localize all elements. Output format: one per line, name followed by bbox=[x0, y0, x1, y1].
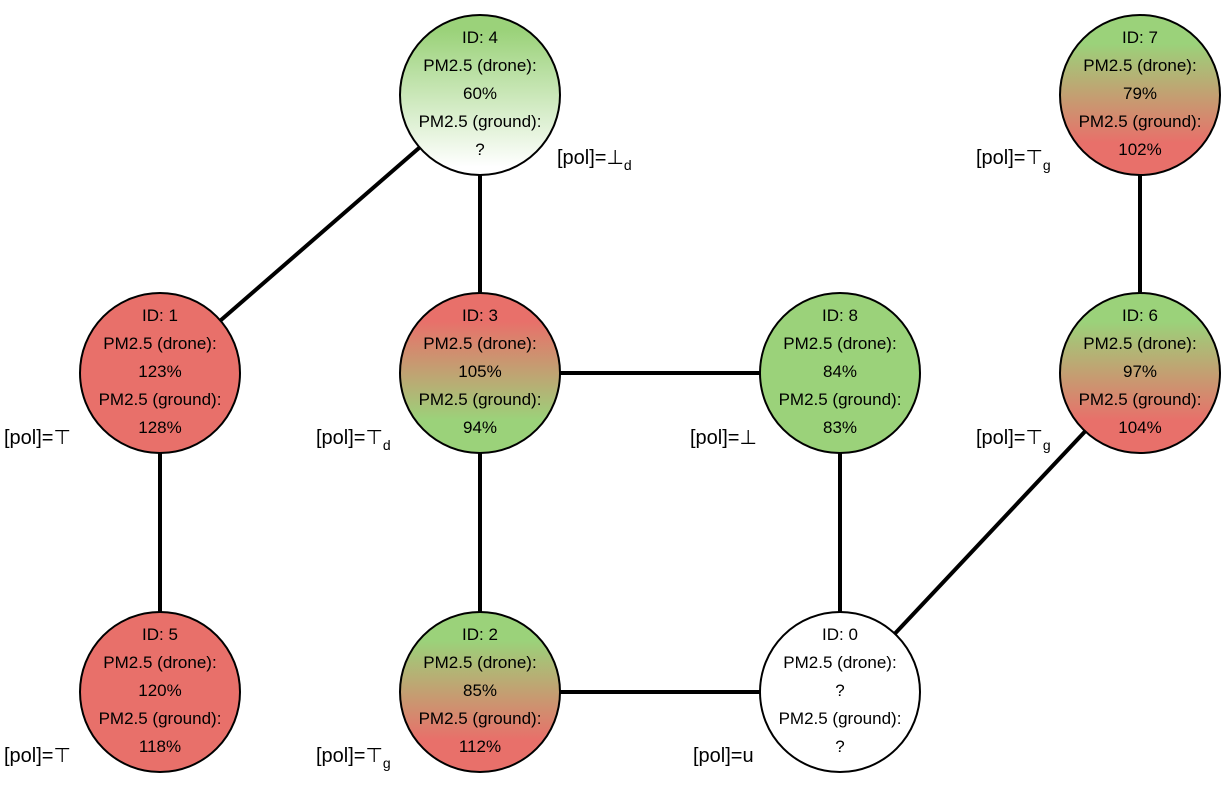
drone-label: PM2.5 (drone): bbox=[1083, 56, 1196, 75]
pol-label-text: [pol]=⊤ bbox=[4, 427, 71, 449]
ground-label: PM2.5 (ground): bbox=[419, 390, 542, 409]
pol-label-6: [pol]=⊤g bbox=[976, 427, 1051, 453]
pol-label-text: [pol]=⊤ bbox=[316, 427, 383, 449]
ground-label: PM2.5 (ground): bbox=[1079, 390, 1202, 409]
drone-label: PM2.5 (drone): bbox=[103, 653, 216, 672]
ground-value: 102% bbox=[1118, 140, 1161, 159]
ground-value: 104% bbox=[1118, 418, 1161, 437]
pol-label-subscript: d bbox=[624, 157, 632, 173]
drone-value: 84% bbox=[823, 362, 857, 381]
node-id-text: ID: 6 bbox=[1122, 306, 1158, 325]
drone-value: 123% bbox=[138, 362, 181, 381]
node-circle bbox=[399, 14, 561, 176]
drone-value: 85% bbox=[463, 681, 497, 700]
pol-labels: [pol]=u[pol]=⊤[pol]=⊤g[pol]=⊤d[pol]=⊥d[p… bbox=[4, 147, 1051, 771]
ground-label: PM2.5 (ground): bbox=[419, 112, 542, 131]
pol-label-1: [pol]=⊤ bbox=[4, 427, 71, 449]
pol-label-4: [pol]=⊥d bbox=[557, 147, 632, 173]
drone-value: 79% bbox=[1123, 84, 1157, 103]
node-8[interactable]: ID: 8 PM2.5 (drone): 84% PM2.5 (ground): 83% bbox=[759, 292, 921, 454]
node-0[interactable]: ID: 0 PM2.5 (drone):? PM2.5 (ground):? bbox=[759, 611, 921, 773]
ground-value: ? bbox=[835, 737, 844, 756]
edges bbox=[158, 93, 1142, 694]
node-id-text: ID: 7 bbox=[1122, 28, 1158, 47]
pol-label-text: [pol]=⊥ bbox=[690, 427, 757, 449]
ground-value: 112% bbox=[459, 737, 501, 756]
drone-value: 120% bbox=[138, 681, 181, 700]
pol-label-2: [pol]=⊤g bbox=[316, 745, 391, 771]
pol-label-text: [pol]=u bbox=[693, 745, 754, 767]
node-4[interactable]: ID: 4 PM2.5 (drone): 60% PM2.5 (ground):? bbox=[399, 14, 561, 176]
pol-label-5: [pol]=⊤ bbox=[4, 745, 71, 767]
pol-label-text: [pol]=⊥ bbox=[557, 147, 624, 169]
node-circle bbox=[1059, 292, 1221, 454]
node-1[interactable]: ID: 1 PM2.5 (drone): 123% PM2.5 (ground): 12… bbox=[79, 292, 241, 454]
ground-label: PM2.5 (ground): bbox=[779, 709, 902, 728]
pol-label-subscript: g bbox=[1043, 437, 1051, 453]
pol-label-subscript: g bbox=[383, 755, 391, 771]
drone-label: PM2.5 (drone): bbox=[783, 334, 896, 353]
node-id-text: ID: 5 bbox=[142, 625, 178, 644]
node-circle bbox=[399, 292, 561, 454]
drone-label: PM2.5 (drone): bbox=[423, 334, 536, 353]
node-6[interactable]: ID: 6 PM2.5 (drone): 97% PM2.5 (ground): 104… bbox=[1059, 292, 1221, 454]
node-id-text: ID: 4 bbox=[462, 28, 498, 47]
drone-label: PM2.5 (drone): bbox=[423, 653, 536, 672]
node-id-text: ID: 1 bbox=[142, 306, 178, 325]
pol-label-text: [pol]=⊤ bbox=[976, 147, 1043, 169]
ground-label: PM2.5 (ground): bbox=[419, 709, 542, 728]
node-id-text: ID: 8 bbox=[822, 306, 858, 325]
drone-label: PM2.5 (drone): bbox=[103, 334, 216, 353]
ground-value: 118% bbox=[139, 737, 181, 756]
node-circle bbox=[759, 611, 921, 773]
node-circle bbox=[1059, 14, 1221, 176]
node-id-text: ID: 3 bbox=[462, 306, 498, 325]
pol-label-7: [pol]=⊤g bbox=[976, 147, 1051, 173]
node-circle bbox=[79, 292, 241, 454]
pol-label-subscript: g bbox=[1043, 157, 1051, 173]
node-circle bbox=[399, 611, 561, 773]
ground-label: PM2.5 (ground): bbox=[1079, 112, 1202, 131]
drone-label: PM2.5 (drone): bbox=[423, 56, 536, 75]
node-7[interactable]: ID: 7 PM2.5 (drone): 79% PM2.5 (ground): 102… bbox=[1059, 14, 1221, 176]
drone-label: PM2.5 (drone): bbox=[1083, 334, 1196, 353]
pol-label-text: [pol]=⊤ bbox=[4, 745, 71, 767]
drone-label: PM2.5 (drone): bbox=[783, 653, 896, 672]
node-circle bbox=[79, 611, 241, 773]
ground-label: PM2.5 (ground): bbox=[99, 709, 222, 728]
drone-value: 105% bbox=[458, 362, 501, 381]
ground-value: ? bbox=[475, 140, 484, 159]
node-5[interactable]: ID: 5 PM2.5 (drone): 120% PM2.5 (ground): 11… bbox=[79, 611, 241, 773]
node-id-text: ID: 0 bbox=[822, 625, 858, 644]
node-id-text: ID: 2 bbox=[462, 625, 498, 644]
pol-label-8: [pol]=⊥ bbox=[690, 427, 757, 449]
ground-value: 83% bbox=[823, 418, 857, 437]
node-2[interactable]: ID: 2 PM2.5 (drone): 85% PM2.5 (ground): 112… bbox=[399, 611, 561, 773]
pol-label-0: [pol]=u bbox=[693, 745, 754, 767]
pol-label-text: [pol]=⊤ bbox=[316, 745, 383, 767]
drone-value: ? bbox=[835, 681, 844, 700]
pol-label-text: [pol]=⊤ bbox=[976, 427, 1043, 449]
ground-value: 128% bbox=[138, 418, 181, 437]
ground-label: PM2.5 (ground): bbox=[99, 390, 222, 409]
drone-value: 97% bbox=[1123, 362, 1157, 381]
ground-value: 94% bbox=[463, 418, 497, 437]
node-3[interactable]: ID: 3 PM2.5 (drone): 105% PM2.5 (ground): 94… bbox=[399, 292, 561, 454]
pol-label-3: [pol]=⊤d bbox=[316, 427, 391, 453]
drone-value: 60% bbox=[463, 84, 497, 103]
ground-label: PM2.5 (ground): bbox=[779, 390, 902, 409]
pol-label-subscript: d bbox=[383, 437, 391, 453]
node-circle bbox=[759, 292, 921, 454]
